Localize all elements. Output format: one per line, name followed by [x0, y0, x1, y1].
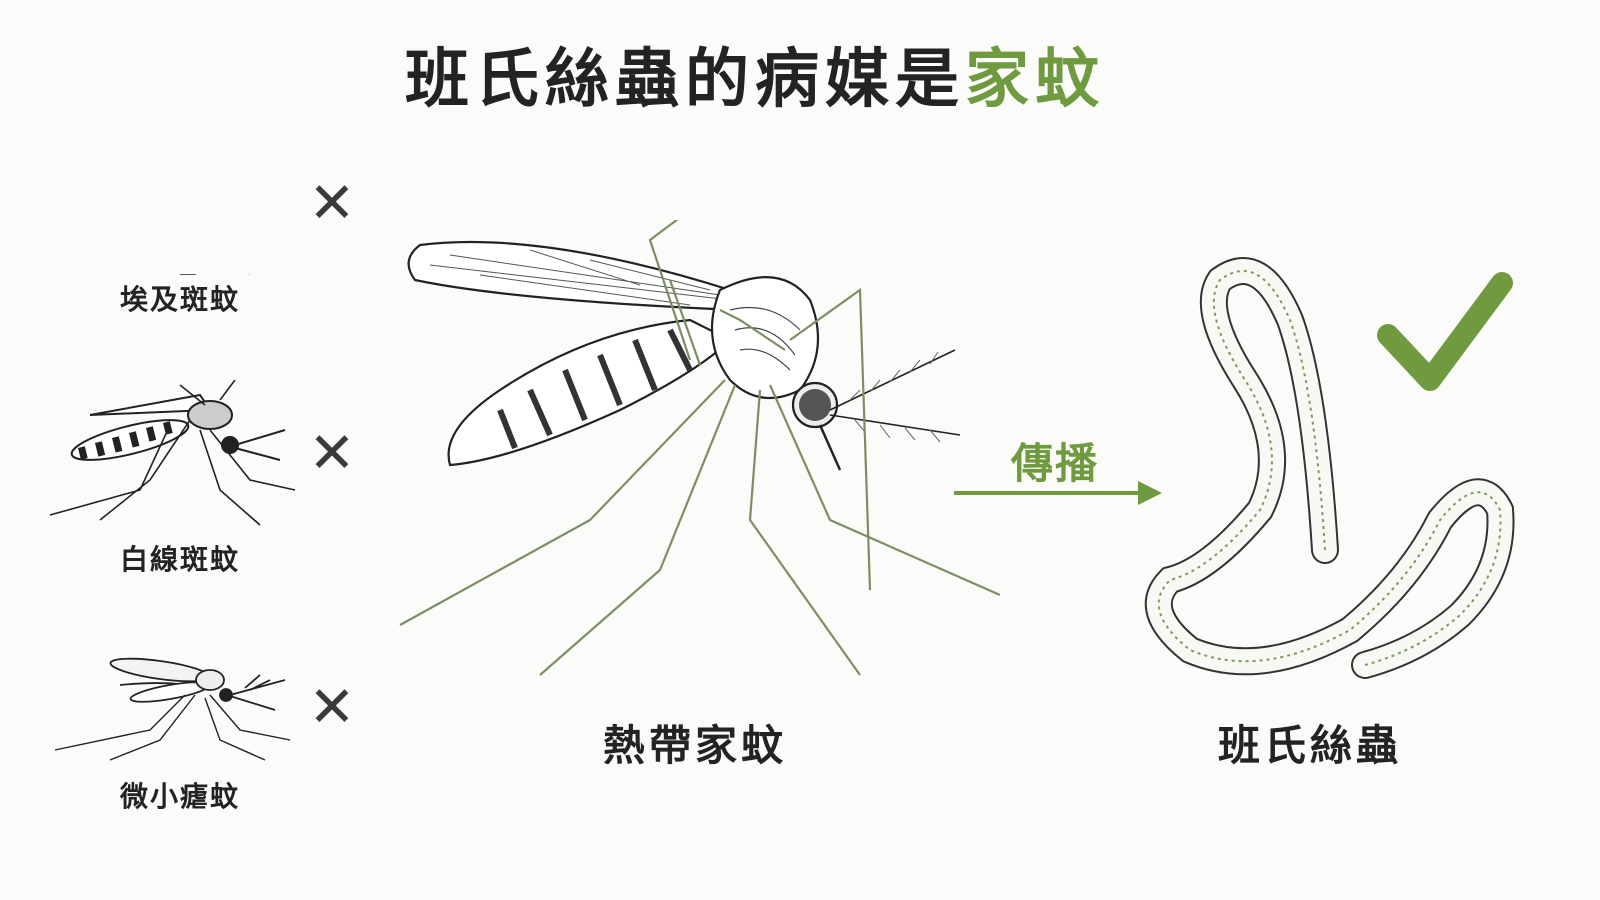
- aedes-albopictus-illustration: [49, 380, 296, 526]
- title-accent: 家蚊: [965, 43, 1105, 117]
- anopheles-minimus-illustration: [54, 657, 291, 761]
- cross-icon: ✕: [308, 421, 356, 486]
- filarial-worm-illustration: [1144, 257, 1515, 679]
- label-anopheles-minimus: 微小瘧蚊: [119, 780, 240, 813]
- cross-icon: ✕: [308, 675, 356, 740]
- cross-icon: ✕: [308, 171, 356, 236]
- aedes-aegypti-illustration: [180, 274, 250, 275]
- label-aedes-aegypti: 埃及斑蚊: [119, 283, 240, 316]
- label-aedes-albopictus: 白線斑蚊: [119, 543, 240, 576]
- check-icon: [1377, 272, 1513, 391]
- title-main: 班氏絲蟲的病媒是: [405, 43, 965, 117]
- arrow-right-icon: [954, 481, 1162, 505]
- center-label: 熱帶家蚊: [602, 721, 787, 770]
- right-label: 班氏絲蟲: [1217, 721, 1402, 770]
- page-title: 班氏絲蟲的病媒是家蚊: [0, 28, 1510, 120]
- transmit-label: 傳播: [1010, 439, 1099, 488]
- culex-quinquefasciatus-illustration: [399, 220, 1001, 676]
